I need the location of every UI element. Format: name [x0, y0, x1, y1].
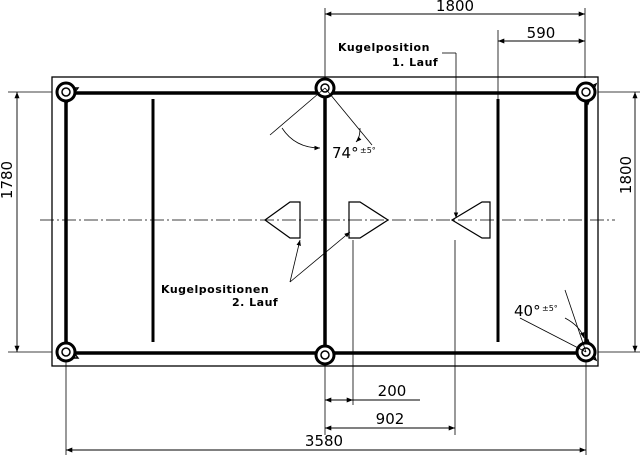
angle-top-tolerance: ±5°	[360, 146, 376, 155]
dimension-top-right: 590	[527, 24, 556, 42]
angle-right-label: 40°	[514, 302, 541, 320]
dimension-left-height: 1780	[0, 161, 16, 199]
dimension-bottom-offset-a: 200	[378, 382, 407, 400]
dimension-bottom-offset-b: 902	[376, 410, 405, 428]
dimension-top-width: 1800	[436, 0, 474, 15]
dimension-bottom-total: 3580	[305, 432, 343, 450]
angle-right-tolerance: ±5°	[542, 304, 558, 313]
leader-lines	[269, 52, 587, 353]
dimension-lines	[14, 11, 638, 453]
ball-position-run1-sublabel: 1. Lauf	[392, 56, 438, 69]
dimension-right-height: 1800	[617, 156, 635, 194]
ball-position-run1-label: Kugelposition	[338, 41, 430, 54]
ball-positions-run2-label: Kugelpositionen	[161, 283, 269, 296]
ball-positions-run2-sublabel: 2. Lauf	[232, 296, 278, 309]
frame-beams	[64, 88, 588, 356]
inner-bars	[151, 99, 500, 342]
extension-lines	[8, 8, 640, 455]
angle-top-label: 74°	[332, 144, 359, 162]
